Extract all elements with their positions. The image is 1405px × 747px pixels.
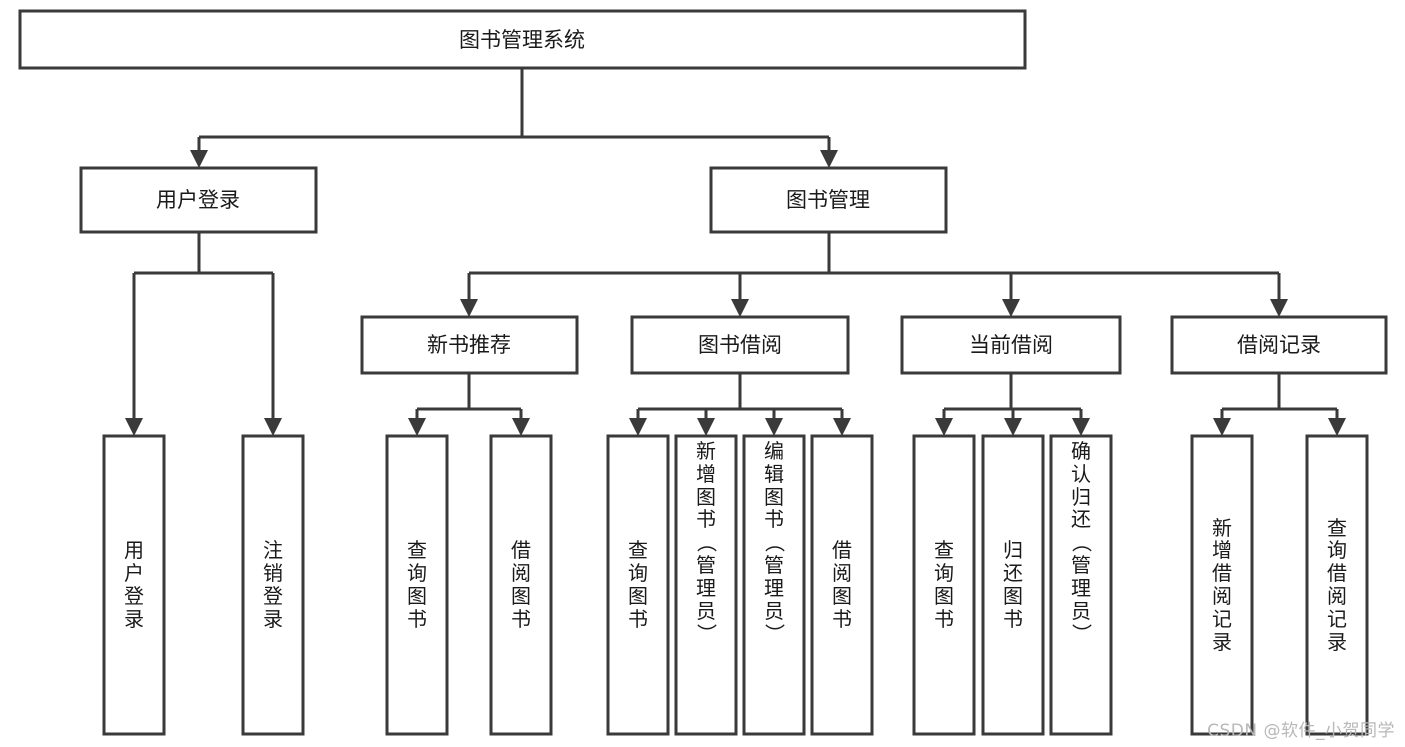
- node-leaf-add-record[interactable]: [1190, 434, 1254, 736]
- arrow-head-borrow-record: [1270, 299, 1288, 317]
- node-leaf-return-book[interactable]: [981, 434, 1045, 736]
- node-user-login-label: 用户登录: [156, 188, 240, 212]
- arrow-head-current-borrow: [1002, 299, 1020, 317]
- node-leaf-query-record[interactable]: [1305, 434, 1369, 736]
- node-current-borrow-label: 当前借阅: [969, 333, 1053, 357]
- connectors-borrow-record-to-leaves: [1213, 373, 1346, 436]
- arrow-head-leaf-borrow-book-1: [512, 418, 530, 436]
- node-leaf-query-book-1[interactable]: [385, 434, 449, 736]
- arrow-head-leaf-query-book-3: [935, 418, 953, 436]
- node-root[interactable]: [18, 9, 1027, 70]
- arrow-head-leaf-return-book: [1004, 418, 1022, 436]
- node-leaf-borrow-book-1[interactable]: [489, 434, 553, 736]
- arrow-head-leaf-add-record: [1213, 418, 1231, 436]
- arrow-head-leaf-user-login: [125, 418, 143, 436]
- node-book-borrow-label: 图书借阅: [698, 333, 782, 357]
- node-leaf-query-book-3[interactable]: [912, 434, 976, 736]
- node-new-book-recommend[interactable]: [360, 315, 579, 375]
- arrow-head-leaf-query-book-2: [629, 418, 647, 436]
- arrow-head-leaf-edit-book: [765, 418, 783, 436]
- arrow-head-leaf-confirm-return: [1072, 418, 1090, 436]
- node-user-login[interactable]: [79, 166, 318, 234]
- node-book-manage-label: 图书管理: [786, 188, 870, 212]
- arrow-head-leaf-query-book-1: [408, 418, 426, 436]
- connectors-user-login-to-leaves: [125, 232, 282, 436]
- node-leaf-query-book-2[interactable]: [606, 434, 670, 736]
- connectors-book-manage-to-level3: [460, 232, 1288, 317]
- arrow-head-leaf-borrow-book-2: [833, 418, 851, 436]
- node-leaf-edit-book[interactable]: [742, 434, 806, 736]
- node-leaf-borrow-book-2[interactable]: [810, 434, 874, 736]
- node-book-borrow[interactable]: [630, 315, 850, 375]
- node-leaf-user-logout[interactable]: [241, 434, 305, 736]
- arrow-head-book-manage: [820, 150, 838, 168]
- node-leaf-confirm-return[interactable]: [1049, 434, 1113, 736]
- arrow-head-book-borrow: [731, 299, 749, 317]
- node-new-book-recommend-label: 新书推荐: [427, 333, 511, 357]
- arrow-head-leaf-add-book: [697, 418, 715, 436]
- node-current-borrow[interactable]: [900, 315, 1122, 375]
- node-root-label: 图书管理系统: [459, 28, 585, 52]
- connectors-current-borrow-to-leaves: [935, 373, 1090, 436]
- node-borrow-record[interactable]: [1170, 315, 1388, 375]
- arrow-head-user-login: [190, 150, 208, 168]
- node-book-manage[interactable]: [709, 166, 948, 234]
- node-leaf-add-book[interactable]: [674, 434, 738, 736]
- arrow-head-new-book-recommend: [460, 299, 478, 317]
- arrow-head-leaf-query-record: [1328, 418, 1346, 436]
- connectors-root-to-level2: [190, 68, 838, 168]
- node-borrow-record-label: 借阅记录: [1237, 333, 1321, 357]
- connectors-book-borrow-to-leaves: [629, 373, 851, 436]
- connectors-new-book-recommend-to-leaves: [408, 373, 530, 436]
- node-leaf-user-login[interactable]: [102, 434, 166, 736]
- arrow-head-leaf-user-logout: [264, 418, 282, 436]
